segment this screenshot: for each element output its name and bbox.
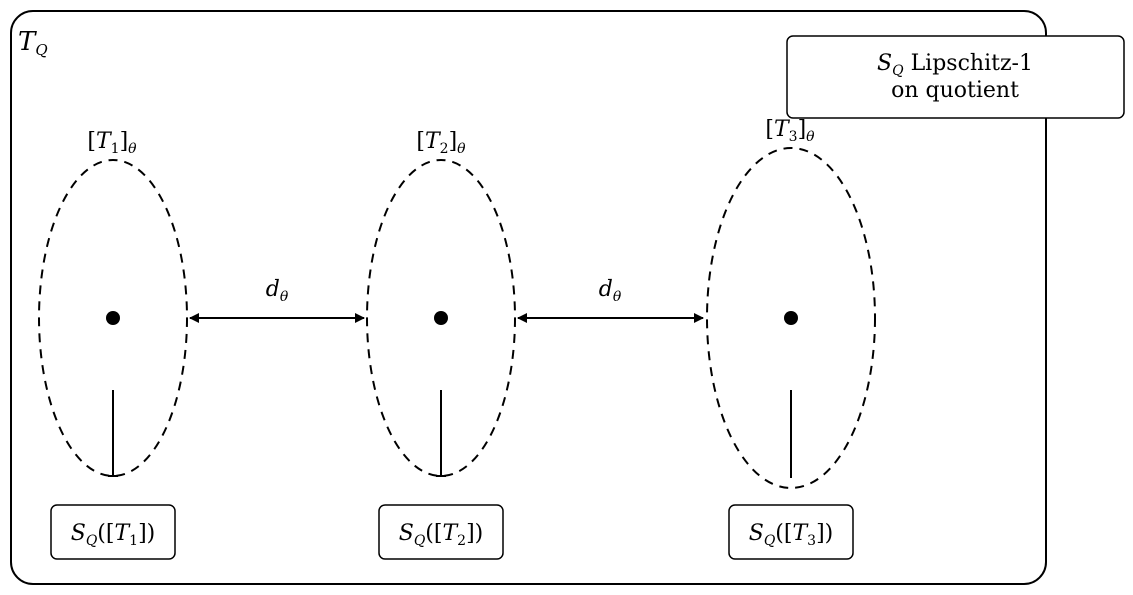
image-label-1: SQ([T1]) [71, 521, 156, 549]
note-line-1: SQ Lipschitz-1 [877, 51, 1033, 79]
image-label-3: SQ([T3]) [749, 521, 834, 549]
note-box [786, 35, 1125, 119]
equivalence-class-2 [366, 159, 516, 477]
class-label-3: [T3]θ [765, 117, 815, 145]
equivalence-class-1 [38, 159, 188, 477]
outer-space-label: TQ [18, 27, 48, 59]
class-label-2: [T2]θ [416, 129, 466, 157]
distance-label-1-2: dθ [266, 277, 289, 305]
class-representative-3 [784, 311, 798, 325]
class-label-1: [T1]θ [87, 129, 137, 157]
class-representative-1 [106, 311, 120, 325]
image-label-2: SQ([T2]) [399, 521, 484, 549]
class-representative-2 [434, 311, 448, 325]
image-box-1 [50, 504, 176, 560]
equivalence-class-3 [706, 147, 876, 489]
distance-label-2-3: dθ [599, 277, 622, 305]
image-box-3 [728, 504, 854, 560]
outer-space-frame [10, 10, 1047, 585]
note-line-2: on quotient [891, 78, 1019, 103]
image-box-2 [378, 504, 504, 560]
